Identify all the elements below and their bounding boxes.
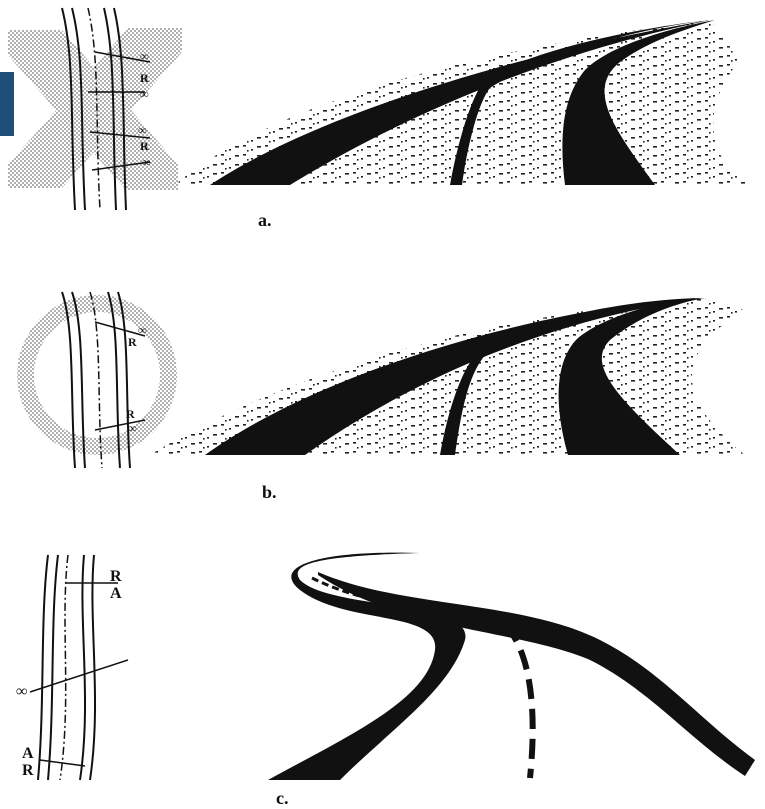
panel-b: ∞ R R ∞ bbox=[17, 292, 745, 468]
panel-b-label-2: R bbox=[128, 335, 137, 349]
panel-c-label-1: R bbox=[110, 568, 122, 585]
panel-c-label-3: ∞ bbox=[16, 683, 27, 700]
panel-b-label-3: R bbox=[126, 407, 135, 421]
panel-a-label-2: R bbox=[140, 71, 149, 85]
panel-b-label-4: ∞ bbox=[128, 421, 137, 435]
panel-c-label-4: A bbox=[22, 745, 34, 762]
panel-b-plan-view: ∞ R R ∞ bbox=[17, 292, 177, 468]
panel-a-label-5: R bbox=[140, 139, 149, 153]
panel-a-perspective-view bbox=[175, 20, 750, 185]
panel-a-plan-view: ∞ R ∞ ∞ R ∞ bbox=[8, 8, 182, 210]
panel-a-caption: a. bbox=[258, 210, 272, 231]
panel-b-perspective-view bbox=[150, 298, 745, 455]
panel-c: R A ∞ A R bbox=[16, 553, 755, 780]
panel-b-label-1: ∞ bbox=[138, 323, 147, 337]
panel-c-caption: c. bbox=[276, 788, 289, 809]
panel-b-caption: b. bbox=[262, 482, 277, 503]
panel-a-label-3: ∞ bbox=[140, 87, 149, 101]
panel-c-label-2: A bbox=[110, 585, 122, 602]
panel-c-perspective-view bbox=[268, 553, 755, 780]
panel-a: ∞ R ∞ ∞ R ∞ bbox=[8, 8, 750, 210]
panel-a-label-1: ∞ bbox=[140, 49, 149, 63]
panel-a-label-4: ∞ bbox=[138, 123, 147, 137]
panel-c-plan-view: R A ∞ A R bbox=[16, 555, 128, 780]
panel-a-label-6: ∞ bbox=[142, 155, 151, 169]
panel-c-label-5: R bbox=[22, 762, 34, 779]
